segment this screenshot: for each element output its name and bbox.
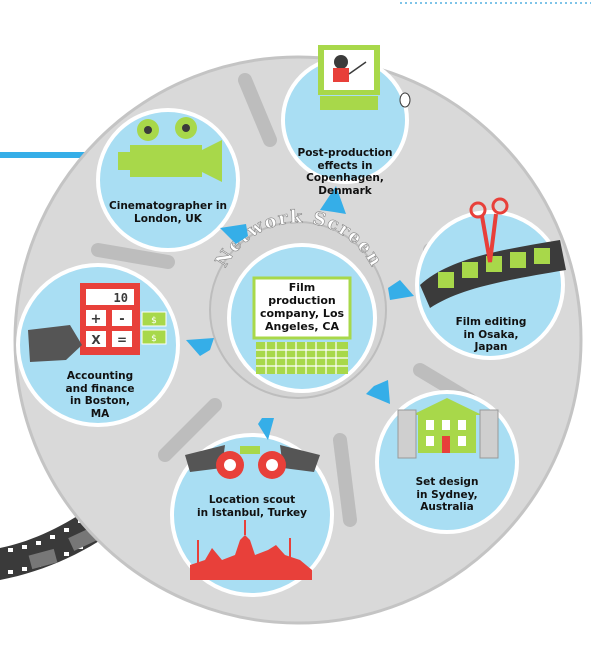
label-line: Copenhagen, xyxy=(306,172,384,184)
label-line: Denmark xyxy=(318,184,372,197)
center-hub xyxy=(227,243,377,393)
calculator-icon: 10 + - X = xyxy=(80,283,140,355)
center-label: Film production company, Los Angeles, CA xyxy=(254,281,350,333)
film-strip-editing-icon xyxy=(420,240,566,308)
label-location-scout: Location scout in Istanbul, Turkey xyxy=(187,494,317,519)
label-cinematographer: Cinematographer in London, UK xyxy=(108,200,228,225)
label-line: MA xyxy=(90,407,110,420)
label-line: Film editing xyxy=(455,316,527,328)
bubble-accounting: 10 + - X = $ $ xyxy=(16,263,180,427)
calc-key: = xyxy=(117,333,127,347)
calc-key: + xyxy=(91,312,102,327)
monitor-icon xyxy=(318,45,411,110)
label-line: in Sydney, xyxy=(416,488,478,501)
bubble-post-production xyxy=(281,45,411,184)
arrow-to-accounting xyxy=(186,338,214,356)
calc-key: X xyxy=(91,333,101,347)
arrows xyxy=(186,186,414,440)
arrow-to-cinematographer xyxy=(220,224,248,244)
label-post-production: Post-production effects in Copenhagen, D… xyxy=(295,147,395,197)
arrow-to-location-scout xyxy=(258,418,274,440)
calculator-display: 10 xyxy=(114,291,128,305)
label-line: London, UK xyxy=(134,212,202,225)
label-accounting: Accounting and finance in Boston, MA xyxy=(60,370,140,420)
label-line: Set design xyxy=(415,476,479,488)
label-line: Australia xyxy=(420,501,474,513)
label-line: Cinematographer in xyxy=(109,200,227,212)
binoculars-icon xyxy=(185,445,320,479)
center-line: Film xyxy=(288,281,316,294)
hand-icon xyxy=(28,325,82,362)
label-line: in Osaka, xyxy=(463,328,519,341)
money-icon: $ $ xyxy=(141,311,167,345)
bubble-cinematographer xyxy=(96,108,240,252)
label-line: Post-production xyxy=(297,147,393,159)
center-line: company, Los xyxy=(259,307,345,320)
label-set-design: Set design in Sydney, Australia xyxy=(405,476,489,514)
label-line: in Boston, xyxy=(70,395,130,407)
scissors-icon xyxy=(469,197,509,263)
label-line: Location scout xyxy=(208,494,296,506)
calc-key: - xyxy=(119,312,124,327)
skyline-icon xyxy=(190,520,312,580)
bubble-set-design xyxy=(375,390,519,534)
arrow-to-set-design xyxy=(366,380,390,404)
bubble-location-scout xyxy=(170,433,334,597)
house-icon xyxy=(397,398,499,459)
label-line: effects in xyxy=(317,159,373,172)
center-line: production xyxy=(268,294,336,307)
label-line: and finance xyxy=(65,382,135,395)
keyboard-icon xyxy=(256,342,348,374)
arrow-to-film-editing xyxy=(388,280,414,300)
center-line: Angeles, CA xyxy=(264,320,340,333)
left-accent-bar xyxy=(0,152,112,158)
label-line: Accounting xyxy=(66,370,134,382)
money-symbol: $ xyxy=(151,316,157,326)
film-camera-icon xyxy=(118,117,222,182)
money-symbol: $ xyxy=(151,334,157,344)
label-film-editing: Film editing in Osaka, Japan xyxy=(446,316,536,354)
label-line: in Istanbul, Turkey xyxy=(196,506,308,519)
arrow-to-post-production xyxy=(320,186,346,214)
label-line: Japan xyxy=(474,341,508,353)
bubble-film-editing xyxy=(415,197,566,360)
